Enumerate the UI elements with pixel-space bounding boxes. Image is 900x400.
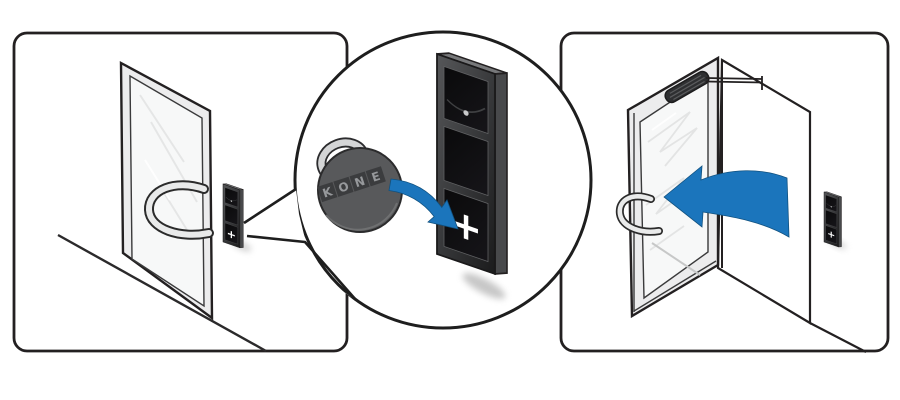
zoom-wedge-fill [250,189,356,300]
door-handle [615,192,663,236]
wall-reader-small-right [823,190,842,249]
open-door [615,55,763,319]
tap-fob-arrow [388,178,459,230]
logo-letter: N [353,174,367,190]
door-swing-arrow [663,165,790,238]
reader-shadow [462,273,506,299]
wall-reader-magnified [436,48,508,280]
closed-door [119,60,214,321]
door-closer-arm [705,76,763,90]
wall-floor-edge [57,233,267,353]
handle-shadow [651,242,701,276]
zoom-wedge-lower-edge [246,234,357,301]
panel-open-door [559,31,890,353]
zoom-wedge-upper-edge [243,187,297,225]
floor-edge [809,322,867,353]
fob-kone-logo: K O N E [317,166,386,203]
fob-rim-highlight [325,202,398,231]
panel-closed-door [12,31,349,353]
zoom-callout: K O N E [243,30,593,330]
wall-reader-small-left [222,182,244,250]
key-fob: K O N E [316,137,403,233]
door-closer [664,70,710,104]
logo-letter: E [370,169,382,185]
door-handle [144,180,214,240]
logo-letter: O [337,179,351,195]
